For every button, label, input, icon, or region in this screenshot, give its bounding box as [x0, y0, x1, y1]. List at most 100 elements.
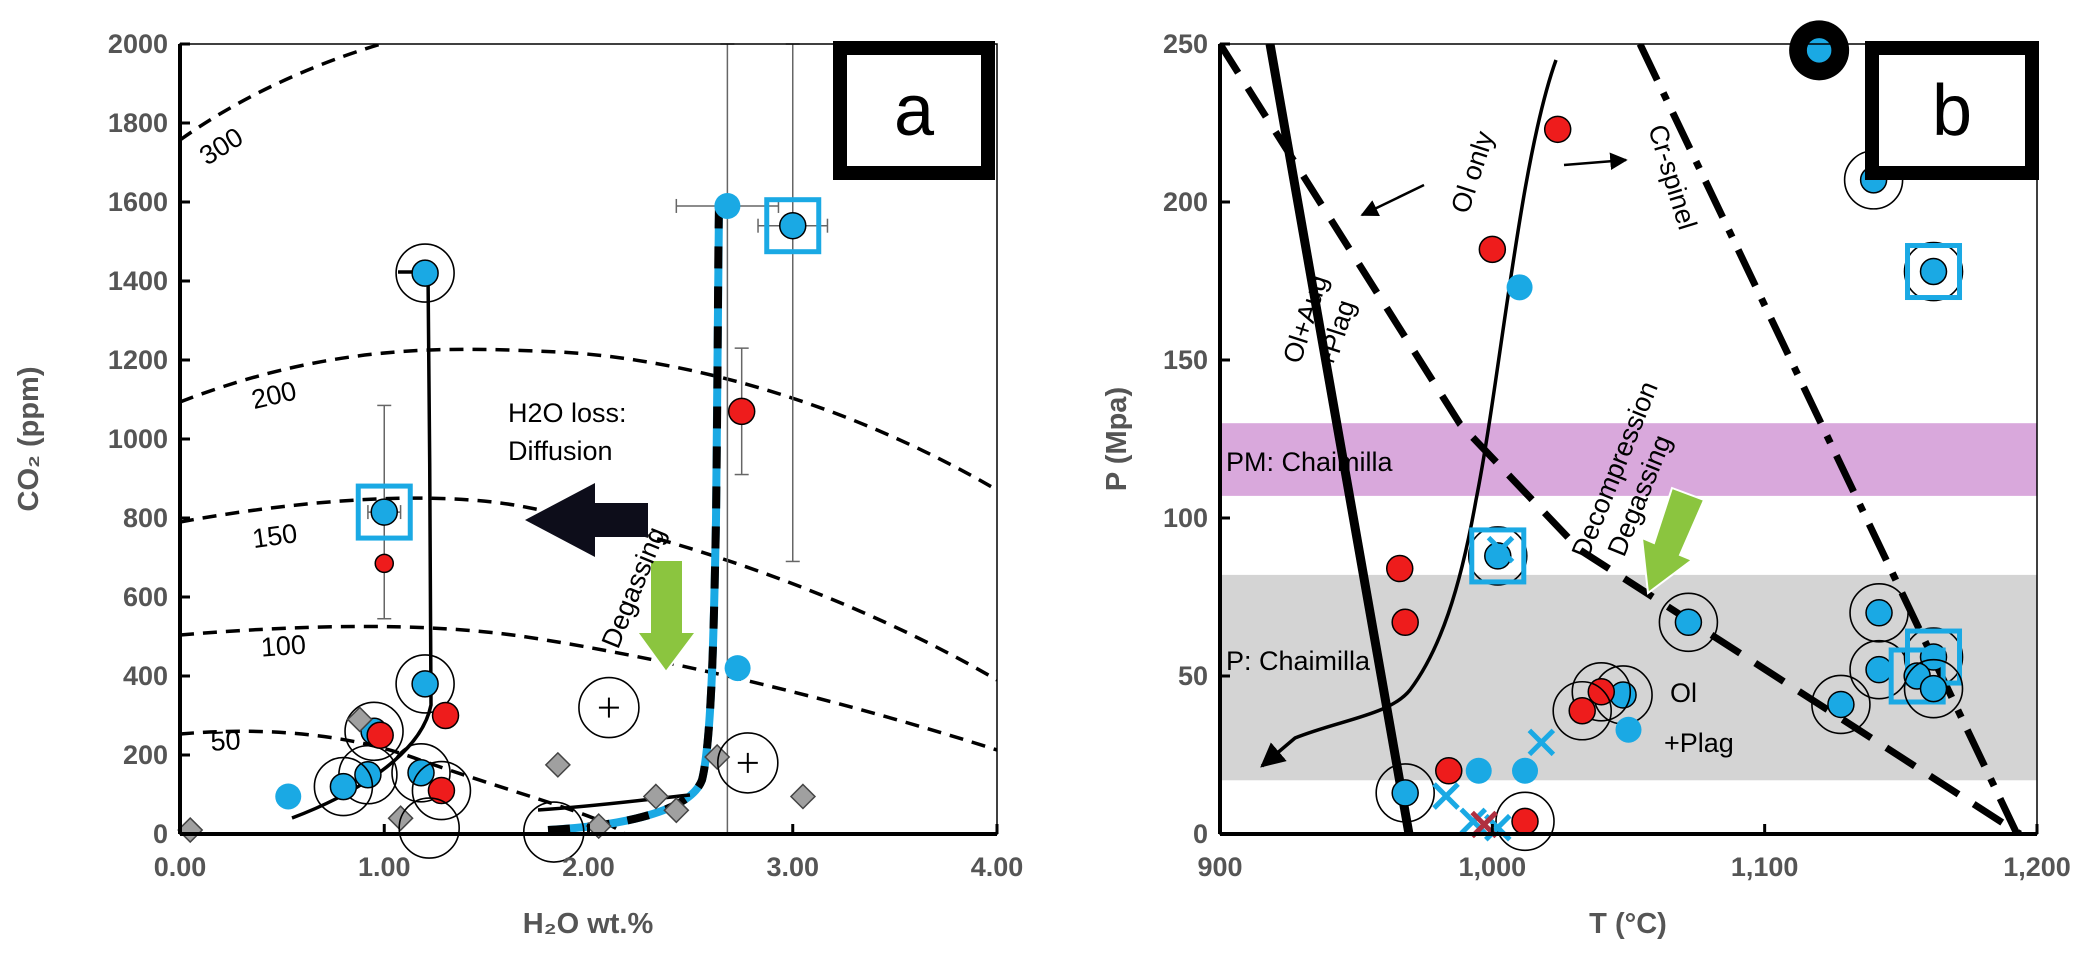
cr-spinel-boundary [1636, 44, 2021, 834]
data-point-open-ring [578, 676, 640, 739]
blue-marker [1865, 655, 1893, 684]
data-point-blue-circle [1375, 763, 1435, 823]
pressure-bands: PM: Chaimilla P: Chaimilla [1220, 423, 2037, 781]
ol-aug-plag-boundary [1265, 44, 1414, 834]
blue-marker [370, 498, 398, 526]
red-marker [1511, 807, 1539, 836]
highlight-square [1888, 647, 1946, 705]
blue-marker [1512, 757, 1539, 784]
panel-b-label: b [1932, 71, 1972, 151]
data-point-red-circle [1543, 115, 1572, 144]
blue-marker [354, 761, 382, 789]
data-point-red-circle [1391, 608, 1419, 637]
panel-b-points [1375, 20, 1964, 852]
data-point-grey-diamond [789, 783, 817, 810]
open-ring-marker [398, 797, 460, 859]
data-point-blue-circle [313, 756, 374, 817]
red-marker [1478, 235, 1507, 264]
data-point-blue-circle [1615, 716, 1642, 743]
isobar-label: 150 [250, 518, 299, 554]
x-tick-label: 1,200 [2003, 852, 2071, 882]
diffusion-arrow [525, 483, 648, 557]
blue-marker [1919, 257, 1948, 286]
red-marker [431, 701, 460, 730]
inclusion-ring [344, 701, 404, 762]
data-point-red-circle [366, 721, 394, 749]
data-point-red-circle [431, 701, 460, 730]
panel-a-label: a [894, 71, 935, 151]
inclusion-ring [1903, 241, 1964, 302]
x-axis-title-b: T (°C) [1589, 908, 1667, 940]
data-point-red-circle [727, 347, 756, 476]
y-tick-label: 100 [1163, 503, 1208, 533]
cross-marker [1486, 535, 1515, 564]
blue-marker [275, 783, 302, 810]
data-point-grey-diamond [704, 743, 731, 771]
red-marker [1543, 115, 1572, 144]
inclusion-ring [1571, 661, 1632, 722]
highlight-square [355, 483, 413, 541]
y-tick-label: 1400 [108, 266, 168, 296]
data-point-open-ring [717, 732, 779, 794]
data-point-blue-circle [1789, 20, 1850, 81]
data-point-blue-circle [275, 783, 302, 810]
x-tick-label: 2.00 [562, 852, 615, 882]
blue-marker [411, 259, 439, 287]
y-tick-label: 200 [123, 740, 168, 770]
decompression-arrow [1640, 486, 1706, 595]
blue-marker [1919, 674, 1948, 703]
data-point-grey-diamond [346, 706, 373, 733]
data-point-blue-cross [1527, 728, 1556, 757]
cr-spinel-label: Cr-spinel [1642, 121, 1702, 233]
y-tick-label: 2000 [108, 29, 168, 59]
degassing-arrow [635, 559, 698, 674]
isobar-label: 50 [210, 725, 242, 757]
x-tick-label: 1,100 [1731, 852, 1799, 882]
red-marker [1385, 554, 1414, 583]
ol-plag-label-line2: +Plag [1664, 728, 1734, 758]
x-tick-label: 1.00 [358, 852, 411, 882]
inclusion-ring [1658, 592, 1719, 653]
data-point-blue-circle [757, 43, 829, 563]
grey-diamond-marker [663, 797, 690, 824]
y-tick-label: 150 [1163, 345, 1208, 375]
x-axis-title-a: H₂O wt.% [523, 908, 654, 940]
y-tick-label: 50 [1178, 661, 1208, 691]
highlight-square [1905, 243, 1963, 301]
data-point-blue-circle [675, 43, 780, 835]
y-tick-label: 0 [153, 819, 168, 849]
inclusion-ring [1811, 674, 1871, 735]
inclusion-ring [1495, 791, 1555, 852]
inclusion-ring [411, 760, 472, 821]
data-point-blue-cross [1432, 782, 1460, 810]
y-tick-label: 1600 [108, 187, 168, 217]
band-label-p: P: Chaimilla [1226, 646, 1371, 676]
x-tick-label: 1,000 [1459, 852, 1527, 882]
blue-marker [1391, 779, 1419, 807]
inclusion-ring [391, 742, 451, 803]
panel-b-label-box [1865, 41, 2039, 180]
ol-plag-label-line1: Ol [1670, 678, 1697, 708]
inclusion-ring [1375, 763, 1435, 823]
data-point-blue-cross [1486, 535, 1515, 564]
data-point-blue-circle [1512, 757, 1539, 784]
y-axis-title-b: P (Mpa) [1101, 387, 1133, 491]
inclusion-ring [1552, 680, 1613, 741]
diffusion-label-line2: Diffusion [508, 436, 613, 466]
red-marker [1568, 697, 1596, 725]
blue-marker [1805, 36, 1833, 65]
data-point-blue-circle [1903, 658, 1964, 719]
blue-marker [714, 192, 741, 219]
blue-marker [329, 772, 358, 801]
isobar-300 [180, 44, 388, 142]
isobar-label: 100 [260, 629, 307, 662]
band-label-pm: PM: Chaimilla [1226, 447, 1394, 477]
degassing-path-dash [547, 204, 723, 834]
data-point-blue-circle [1467, 526, 1528, 586]
highlight-square [1469, 527, 1527, 585]
y-tick-label: 0 [1193, 819, 1208, 849]
ol-only-arrow-left [1360, 183, 1425, 217]
data-point-red-circle [1478, 235, 1507, 264]
